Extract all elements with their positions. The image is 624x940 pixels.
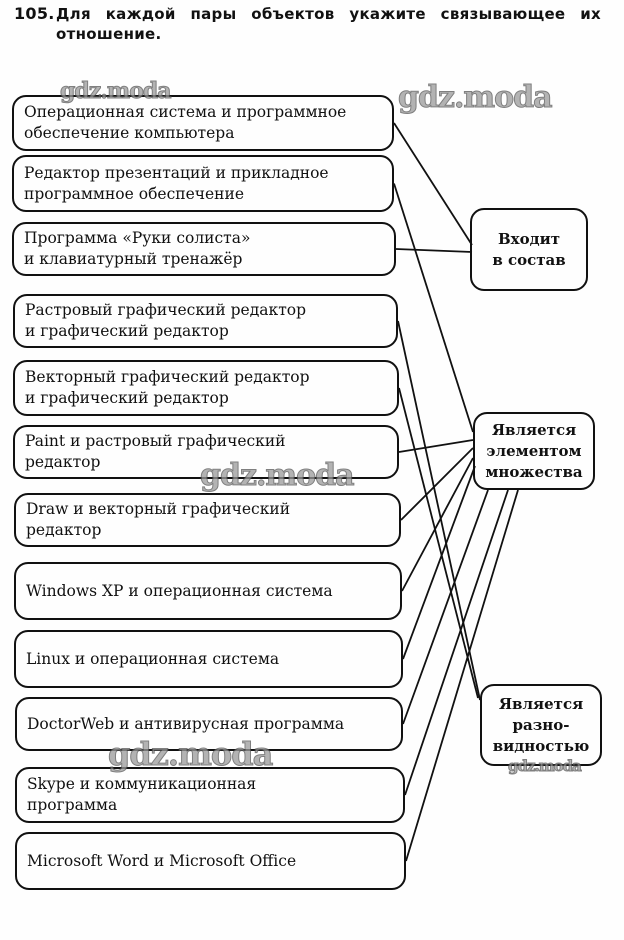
pair-box: Linux и операционная система <box>14 630 403 688</box>
pair-label: Векторный графический редактор и графиче… <box>25 368 310 407</box>
task-number: 105. <box>14 4 55 23</box>
relation-box-variety: Является разно- видностью <box>480 684 602 766</box>
pair-box: Растровый графический редактор и графиче… <box>13 294 398 348</box>
pair-label: Программа «Руки солиста» и клавиатурный … <box>24 229 251 268</box>
connector-line <box>402 465 476 660</box>
relation-label-includes: Входит в состав <box>492 229 566 269</box>
pair-box: Операционная система и программное обесп… <box>12 95 394 151</box>
pair-label: Linux и операционная система <box>26 649 280 668</box>
relation-box-includes: Входит в состав <box>470 208 588 291</box>
connector-line <box>395 248 473 253</box>
watermark: gdz.moda <box>508 757 583 776</box>
pair-box: Paint и растровый графический редактор <box>13 425 399 479</box>
pair-box: Векторный графический редактор и графиче… <box>13 360 399 416</box>
relation-label-variety: Является разно- видностью <box>492 694 590 755</box>
pair-label: DoctorWeb и антивирусная программа <box>27 714 345 733</box>
pair-box: Windows XP и операционная система <box>14 562 402 620</box>
pair-box: Draw и векторный графический редактор <box>14 493 401 547</box>
pair-box: DoctorWeb и антивирусная программа <box>15 697 403 751</box>
watermark: gdz.moda <box>398 80 554 116</box>
pair-box: Программа «Руки солиста» и клавиатурный … <box>12 222 396 276</box>
pair-label: Skype и коммуникационная программа <box>27 775 257 814</box>
relation-box-element: Является элементом множества <box>473 412 595 490</box>
pair-label: Windows XP и операционная система <box>26 581 333 600</box>
pair-label: Microsoft Word и Microsoft Office <box>27 851 297 870</box>
watermark: gdz.moda <box>200 458 356 494</box>
connector-line <box>400 447 474 521</box>
task-text: Для каждой пары объектов укажите связыва… <box>56 5 601 43</box>
pair-label: Редактор презентаций и прикладное програ… <box>24 163 329 203</box>
pair-label: Операционная система и программное обесп… <box>24 103 347 142</box>
connector-line <box>401 457 474 592</box>
connector-line <box>393 183 474 433</box>
pair-label: Draw и векторный графический редактор <box>26 500 291 539</box>
pair-box: Skype и коммуникационная программа <box>15 767 405 823</box>
connector-line <box>402 489 489 725</box>
connector-line <box>393 122 473 246</box>
relation-label-element: Является элементом множества <box>485 420 583 481</box>
pair-box: Редактор презентаций и прикладное програ… <box>12 155 394 212</box>
pair-label: Paint и растровый графический редактор <box>25 432 286 471</box>
connector-line <box>405 489 519 862</box>
connector-line <box>398 439 474 453</box>
watermark: gdz.moda <box>107 735 273 774</box>
connector-line <box>398 387 479 699</box>
connector-line <box>404 489 509 796</box>
connector-line <box>397 320 481 701</box>
watermark: gdz.moda <box>60 78 173 105</box>
pair-label: Растровый графический редактор и графиче… <box>25 301 307 340</box>
pair-box: Microsoft Word и Microsoft Office <box>15 832 406 890</box>
